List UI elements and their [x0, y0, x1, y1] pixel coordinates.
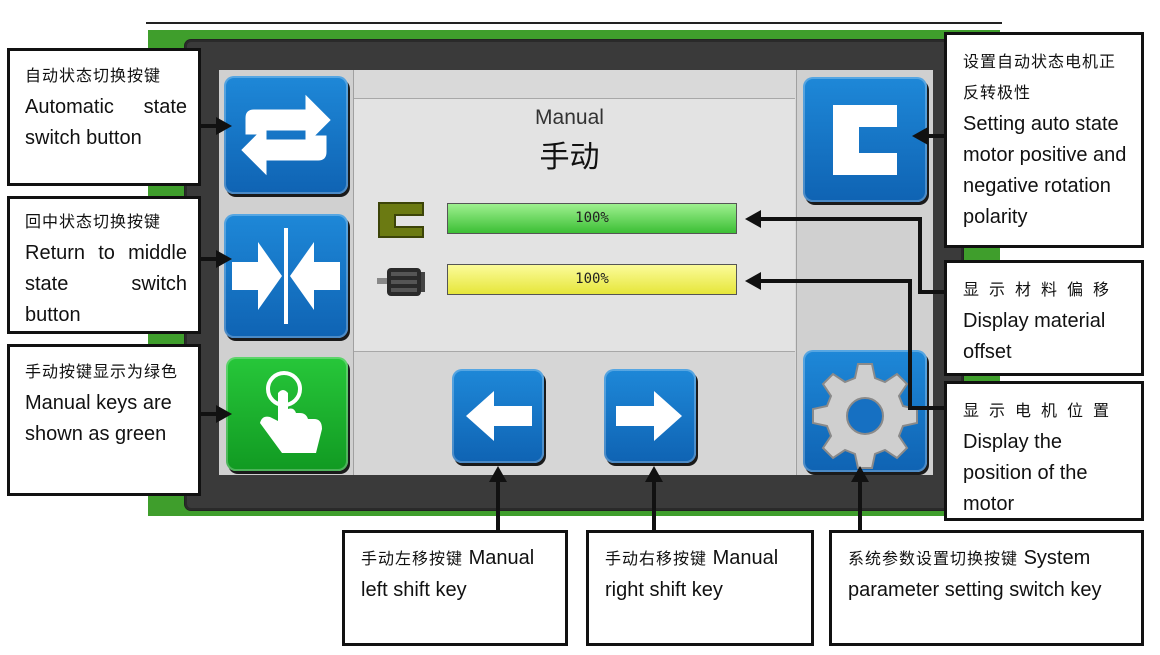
- annotation-material-offset-en: Display material offset: [963, 310, 1106, 363]
- hand-pointer-icon: [260, 371, 322, 453]
- connector-arrow: [489, 466, 507, 482]
- arrow-left-icon: [466, 391, 532, 441]
- connector-line: [201, 124, 219, 128]
- annotation-right-shift-zh: 手动右移按键: [605, 551, 708, 568]
- motor-position-value: 100%: [575, 271, 609, 287]
- connector-line: [496, 480, 500, 530]
- connector-arrow: [912, 127, 928, 145]
- connector-arrow: [216, 405, 232, 423]
- manual-right-shift-button[interactable]: [604, 369, 696, 463]
- annotation-right-shift: 手动右移按键 Manual right shift key: [586, 530, 814, 646]
- annotation-polarity-zh: 设置自动状态电机正反转极性: [963, 54, 1117, 102]
- auto-state-switch-button[interactable]: [224, 76, 348, 194]
- converge-arrows-icon: [232, 228, 340, 324]
- connector-line: [918, 217, 922, 292]
- annotation-return-middle: 回中状态切换按键 Return to middle state switch b…: [7, 196, 201, 334]
- annotation-manual-green: 手动按键显示为绿色 Manual keys are shown as green: [7, 344, 201, 496]
- polarity-setting-button[interactable]: [803, 77, 927, 202]
- material-offset-value: 100%: [575, 210, 609, 226]
- connector-arrow: [645, 466, 663, 482]
- annotation-auto-switch-en: Automatic state switch button: [25, 96, 187, 149]
- mode-title-english: Manual: [535, 106, 604, 129]
- annotation-return-middle-zh: 回中状态切换按键: [25, 214, 162, 231]
- annotation-auto-switch-zh: 自动状态切换按键: [25, 68, 162, 85]
- connector-line: [926, 134, 944, 138]
- arrow-key-panel: [354, 352, 795, 475]
- connector-line: [760, 217, 920, 221]
- connector-line: [858, 480, 862, 530]
- annotation-manual-green-zh: 手动按键显示为绿色: [25, 364, 179, 381]
- swap-arrows-icon: [241, 94, 331, 176]
- connector-line: [201, 257, 219, 261]
- motor-position-fill: [448, 265, 736, 294]
- connector-line: [760, 279, 912, 283]
- connector-line: [201, 412, 219, 416]
- annotation-polarity-en: Setting auto state motor positive and ne…: [963, 113, 1127, 228]
- connector-line: [908, 406, 944, 410]
- bracket-icon: [833, 105, 897, 175]
- annotation-right-shift-en: Manual right shift key: [605, 547, 779, 601]
- connector-arrow: [216, 250, 232, 268]
- material-offset-bar: 100%: [447, 203, 737, 234]
- annotation-system-param: 系统参数设置切换按键 System parameter setting swit…: [829, 530, 1144, 646]
- annotation-system-param-zh: 系统参数设置切换按键: [848, 551, 1019, 568]
- connector-arrow: [216, 117, 232, 135]
- connector-arrow: [745, 210, 761, 228]
- connector-line: [918, 290, 944, 294]
- motor-icon: [375, 262, 427, 302]
- material-offset-icon: [377, 201, 425, 239]
- return-middle-switch-button[interactable]: [224, 214, 348, 338]
- connector-line: [908, 279, 912, 409]
- system-parameter-button[interactable]: [803, 350, 927, 472]
- annotation-auto-switch: 自动状态切换按键 Automatic state switch button: [7, 48, 201, 186]
- annotation-motor-position-zh: 显示电机位置: [963, 403, 1120, 420]
- annotation-manual-green-en: Manual keys are shown as green: [25, 392, 172, 445]
- connector-arrow: [745, 272, 761, 290]
- connector-line: [652, 480, 656, 530]
- annotation-material-offset-zh: 显示材料偏移: [963, 282, 1120, 299]
- annotation-material-offset: 显示材料偏移 Display material offset: [944, 260, 1144, 376]
- material-offset-fill: [448, 204, 736, 233]
- connector-arrow: [851, 466, 869, 482]
- mode-title-chinese: 手动: [539, 140, 600, 175]
- annotation-motor-position-en: Display the position of the motor: [963, 431, 1088, 515]
- manual-mode-button[interactable]: [226, 357, 348, 471]
- annotation-return-middle-en: Return to middle state switch button: [25, 242, 187, 326]
- gear-icon: [812, 363, 918, 469]
- annotation-motor-position: 显示电机位置 Display the position of the motor: [944, 381, 1144, 521]
- title-strip: [354, 70, 795, 99]
- annotation-polarity: 设置自动状态电机正反转极性 Setting auto state motor p…: [944, 32, 1144, 248]
- arrow-right-icon: [616, 391, 682, 441]
- annotation-system-param-en: System parameter setting switch key: [848, 547, 1102, 601]
- annotation-left-shift-en: Manual left shift key: [361, 547, 535, 601]
- annotation-left-shift: 手动左移按键 Manual left shift key: [342, 530, 568, 646]
- top-rule: [146, 22, 1002, 24]
- motor-position-bar: 100%: [447, 264, 737, 295]
- annotation-left-shift-zh: 手动左移按键: [361, 551, 464, 568]
- manual-left-shift-button[interactable]: [452, 369, 544, 463]
